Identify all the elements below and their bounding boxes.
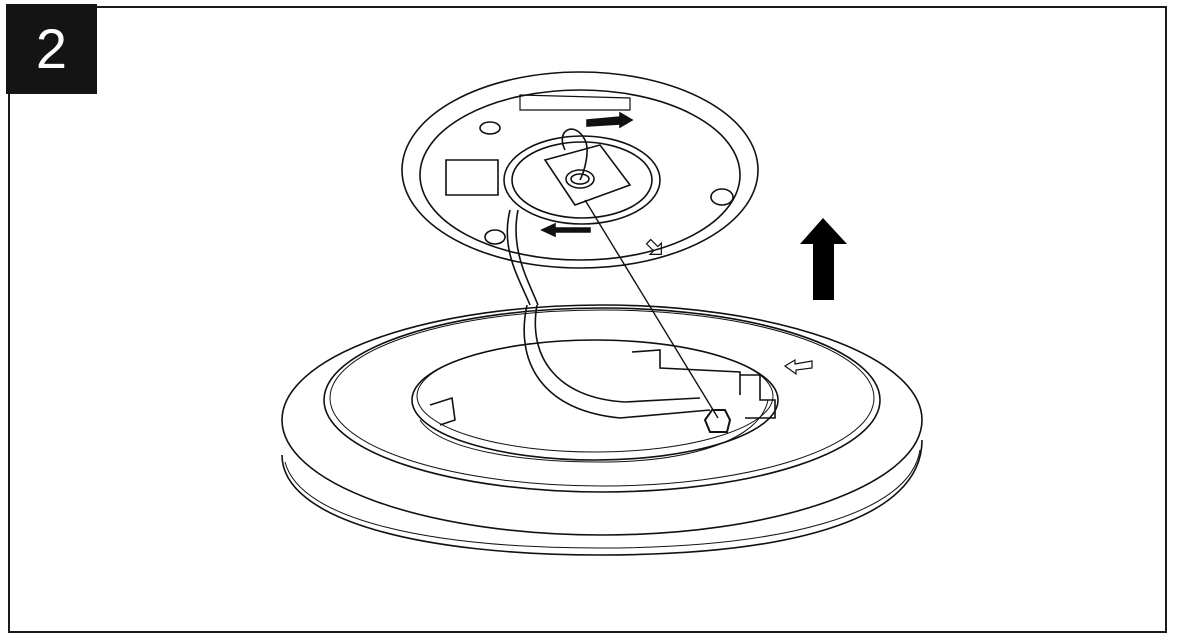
diagram-frame	[8, 6, 1167, 633]
lift-up-arrow-icon	[800, 218, 847, 300]
lamp-base-ring	[281, 304, 923, 556]
mounting-plate	[401, 71, 759, 269]
step-number-badge: 2	[6, 4, 97, 94]
safety-cord	[584, 199, 719, 419]
